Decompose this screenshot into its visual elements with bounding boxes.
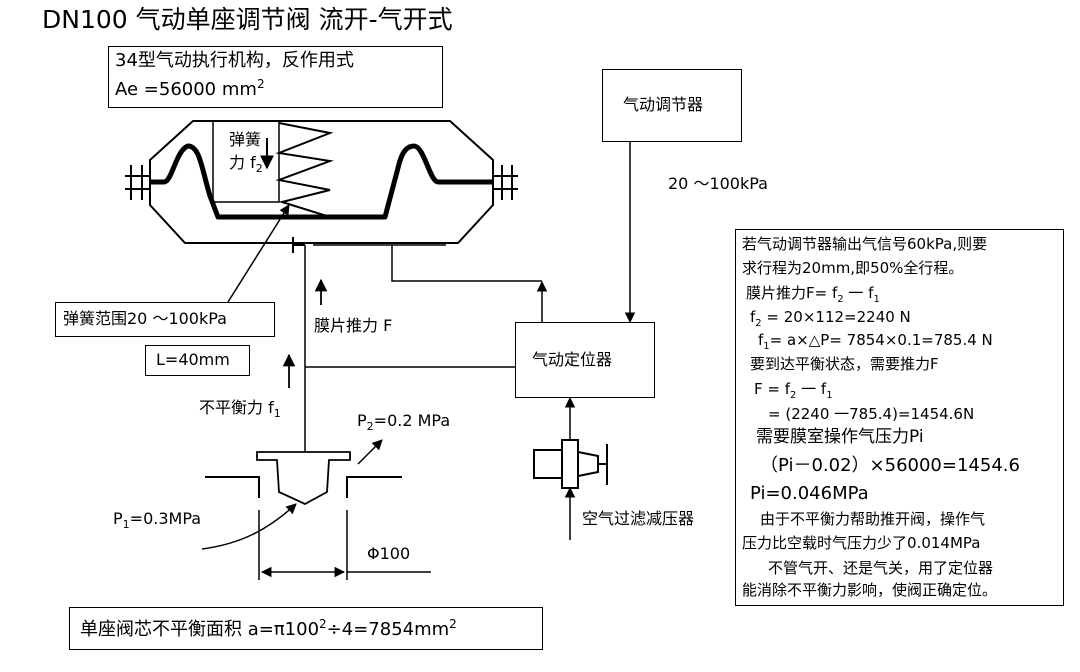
spring-force-subscript: 2: [255, 162, 263, 176]
calc-line-5-sub: 1: [763, 341, 770, 352]
area-note-exponent-2: 2: [449, 617, 457, 631]
area-note-exponent-1: 2: [319, 617, 327, 631]
unbalanced-force-label: 不平衡力 f1: [199, 398, 281, 421]
stroke-label: L=40mm: [156, 350, 230, 369]
right-flange: [493, 165, 518, 200]
calc-line-3-a: 膜片推力F= f: [746, 284, 838, 302]
p1-symbol: P: [113, 509, 123, 528]
calc-line-7-sub-a: 2: [790, 390, 797, 401]
positioner-box: 气动定位器: [515, 322, 655, 398]
diameter-label: Φ100: [367, 544, 411, 563]
filter-regulator-symbol: [533, 439, 608, 489]
calculation-box: 若气动调节器输出气信号60kPa,则要 求行程为20mm,即50%全行程。 膜片…: [735, 229, 1064, 606]
calc-line-15: 能消除不平衡力影响，使阀正确定位。: [742, 581, 998, 599]
spring-range-label: 弹簧范围20 ～100kPa: [63, 309, 227, 328]
calc-line-6: 要到达平衡状态，需要推力F: [750, 355, 939, 373]
diaphragm-thrust-label: 膜片推力 F: [314, 316, 393, 335]
calc-line-5-a: f: [758, 331, 764, 349]
calc-line-4-sub: 2: [755, 318, 762, 329]
pneumatic-controller-label: 气动调节器: [623, 95, 704, 114]
p2-subscript: 2: [366, 420, 374, 434]
signal-range-label: 20 ～100kPa: [668, 174, 768, 193]
calc-line-3: 膜片推力F= f2 一 f1: [746, 284, 880, 306]
calc-line-4-a: f: [750, 308, 756, 326]
p1-label: P1=0.3MPa: [113, 509, 202, 532]
actuator-area-value: Ae =56000 mm: [115, 79, 257, 100]
calc-line-2: 求行程为20mm,即50%全行程。: [742, 259, 964, 277]
calc-line-10: （Pi－0.02）×56000=1454.6: [760, 455, 1020, 476]
diaphragm: [150, 143, 493, 220]
calc-line-12: 由于不平衡力帮助推开阀，操作气: [760, 510, 986, 528]
stroke-box: L=40mm: [145, 345, 250, 376]
area-note-result: ÷4=7854mm: [326, 619, 450, 640]
actuator-area-exponent: 2: [256, 77, 265, 91]
calc-line-4-b: = 20×112=2240 N: [761, 308, 911, 326]
calc-line-7: F = f2 一 f1: [754, 380, 833, 402]
calc-line-4: f2 = 20×112=2240 N: [750, 308, 911, 330]
calc-line-14: 不管气开、还是气关，用了定位器: [768, 559, 994, 577]
area-note-formula: 单座阀芯不平衡面积 a=π100: [80, 619, 320, 640]
left-flange: [125, 165, 150, 200]
area-note-text: 单座阀芯不平衡面积 a=π1002÷4=7854mm2: [80, 617, 457, 641]
spring-range-box: 弹簧范围20 ～100kPa: [55, 302, 275, 337]
spring-housing: [212, 120, 280, 203]
calc-line-5: f1= a×△P= 7854×0.1=785.4 N: [758, 331, 993, 353]
spring-force-label-2: 力 f2: [229, 153, 263, 176]
valve-seat: [205, 476, 402, 498]
calc-line-9: 需要膜室操作气压力Pi: [756, 427, 924, 447]
calc-line-3-sub-b: 1: [873, 294, 880, 305]
calc-line-13: 压力比空载时气压力少了0.014MPa: [742, 534, 981, 552]
calc-line-5-b: = a×△P= 7854×0.1=785.4 N: [769, 331, 993, 349]
calc-line-11: Pi=0.046MPa: [750, 483, 869, 504]
spring: [275, 122, 334, 218]
filter-regulator-label: 空气过滤减压器: [582, 509, 695, 528]
area-note-box: 单座阀芯不平衡面积 a=π1002÷4=7854mm2: [69, 607, 543, 650]
calc-line-7-b: 一 f: [796, 380, 827, 398]
actuator-info-box: 34型气动执行机构，反作用式 Ae =56000 mm2: [108, 46, 443, 108]
actuator-area-text: Ae =56000 mm2: [115, 77, 265, 101]
p2-label: P2=0.2 MPa: [357, 411, 451, 434]
pneumatic-controller-box: 气动调节器: [602, 69, 742, 142]
spring-force-label-1: 弹簧: [229, 130, 262, 149]
page-title: DN100 气动单座调节阀 流开-气开式: [42, 5, 453, 34]
calc-line-1: 若气动调节器输出气信号60kPa,则要: [742, 235, 988, 253]
p2-symbol: P: [357, 411, 367, 430]
valve-plug: [256, 451, 351, 506]
unbalanced-force-subscript: 1: [273, 407, 281, 421]
positioner-label: 气动定位器: [532, 350, 613, 369]
calc-line-3-b: 一 f: [843, 284, 874, 302]
actuator-type-text: 34型气动执行机构，反作用式: [115, 50, 354, 71]
calc-line-7-sub-b: 1: [826, 390, 833, 401]
calc-line-3-sub-a: 2: [837, 294, 844, 305]
p2-value: =0.2 MPa: [373, 411, 451, 430]
p1-value: =0.3MPa: [129, 509, 202, 528]
calc-line-7-a: F = f: [754, 380, 791, 398]
unbalanced-force-symbol: 不平衡力 f: [199, 398, 274, 417]
calc-line-8: = (2240 一785.4)=1454.6N: [768, 405, 975, 423]
p1-subscript: 1: [122, 518, 130, 532]
spring-force-symbol: 力 f: [229, 153, 256, 172]
